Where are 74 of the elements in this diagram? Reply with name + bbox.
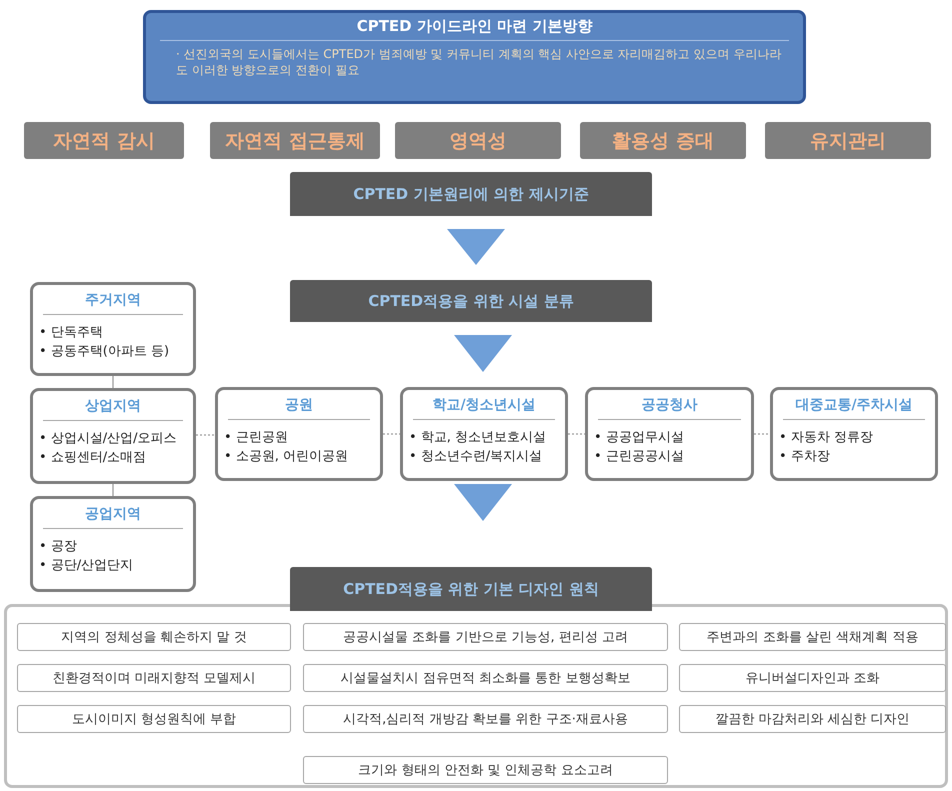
category-title: 주거지역 xyxy=(43,289,183,315)
principle-box xyxy=(395,122,561,159)
list-item: • 쇼핑센터/소매점 xyxy=(39,449,148,467)
list-item: • 소공원, 어린이공원 xyxy=(224,448,350,466)
heading-bar xyxy=(290,172,652,216)
facility-box xyxy=(30,496,196,592)
arrow xyxy=(454,484,512,521)
principle-box xyxy=(303,756,668,784)
facility-box xyxy=(30,282,196,376)
list-item: • 근린공공시설 xyxy=(594,448,685,466)
principle-text: 유니버설디자인과 조화 xyxy=(745,670,880,687)
category-title: 대중교통/주차시설 xyxy=(783,394,925,420)
principle-box xyxy=(765,122,931,159)
principle-box xyxy=(24,122,184,159)
connector-line xyxy=(196,434,216,436)
heading-label: CPTED적용을 위한 기본 디자인 원칙 xyxy=(343,580,599,598)
facility-box xyxy=(585,387,754,481)
category-title: 상업지역 xyxy=(43,395,183,421)
list-item: • 주차장 xyxy=(779,448,831,466)
list-item: • 공공업무시설 xyxy=(594,429,685,447)
principle-label: 유지관리 xyxy=(810,128,886,154)
list-item: • 청소년수련/복지시설 xyxy=(409,448,544,466)
principle-box xyxy=(17,705,291,733)
connector-line xyxy=(112,376,114,388)
principle-text: 깔끔한 마감처리와 세심한 디자인 xyxy=(715,711,910,728)
principle-text: 도시이미지 형성원칙에 부합 xyxy=(72,711,236,728)
heading-bar xyxy=(290,567,652,611)
principle-box xyxy=(210,122,380,159)
heading-label: CPTED 기본원리에 의한 제시기준 xyxy=(353,184,589,204)
principle-text: 공공시설물 조화를 기반으로 기능성, 편리성 고려 xyxy=(343,629,628,646)
principle-label: 영역성 xyxy=(450,128,506,154)
arrow xyxy=(447,229,505,265)
principle-text: 시각적,심리적 개방감 확보를 위한 구조·재료사용 xyxy=(343,711,628,728)
principle-label: 자연적 감시 xyxy=(53,128,155,154)
list-item: • 근린공원 xyxy=(224,429,289,447)
principle-text: 지역의 정체성을 훼손하지 말 것 xyxy=(61,629,247,646)
heading-bar xyxy=(290,280,652,322)
principle-text: 시설물설치시 점유면적 최소화를 통한 보행성확보 xyxy=(340,670,630,687)
category-title: 공공청사 xyxy=(598,394,741,420)
principle-box xyxy=(679,664,946,692)
list-item: • 공장 xyxy=(39,538,78,556)
facility-box xyxy=(215,387,383,481)
list-item: • 공동주택(아파트 등) xyxy=(39,343,170,361)
description-text: · 선진외국의 도시들에서는 CPTED가 범죄예방 및 커뮤니티 계획의 핵심 사안으로 자리매김하고 있으며 우리나라도 이러한 방향으로의 전환이 필요 xyxy=(175,46,782,78)
principle-box xyxy=(580,122,746,159)
list-item: • 공단/산업단지 xyxy=(39,557,134,575)
list-item: • 단독주택 xyxy=(39,324,104,342)
category-title: 공원 xyxy=(228,394,370,420)
principle-box xyxy=(17,623,291,651)
facility-box xyxy=(770,387,938,481)
list-item: • 상업시설/산업/오피스 xyxy=(39,430,178,448)
facility-box xyxy=(30,388,196,484)
direction-box xyxy=(143,10,806,104)
principle-box xyxy=(303,623,668,651)
title: CPTED 가이드라인 마련 기본방향 xyxy=(160,17,789,41)
list-item: • 자동차 정류장 xyxy=(779,429,874,447)
principle-box xyxy=(679,705,946,733)
principle-text: 주변과의 조화를 살린 색채계획 적용 xyxy=(706,629,918,646)
principle-box xyxy=(679,623,946,651)
principle-text: 크기와 형태의 안전화 및 인체공학 요소고려 xyxy=(358,762,613,779)
principle-box xyxy=(303,664,668,692)
arrow xyxy=(454,335,512,372)
principle-label: 활용성 증대 xyxy=(612,128,714,154)
principle-box xyxy=(303,705,668,733)
principle-box xyxy=(17,664,291,692)
heading-label: CPTED적용을 위한 시설 분류 xyxy=(368,292,574,310)
principles-panel xyxy=(4,604,948,788)
category-title: 공업지역 xyxy=(43,503,183,529)
facility-box xyxy=(400,387,568,481)
principle-text: 친환경적이며 미래지향적 모델제시 xyxy=(52,670,256,687)
connector-line xyxy=(112,484,114,496)
list-item: • 학교, 청소년보호시설 xyxy=(409,429,548,447)
principle-label: 자연적 접근통제 xyxy=(225,128,365,154)
category-title: 학교/청소년시설 xyxy=(413,394,555,420)
